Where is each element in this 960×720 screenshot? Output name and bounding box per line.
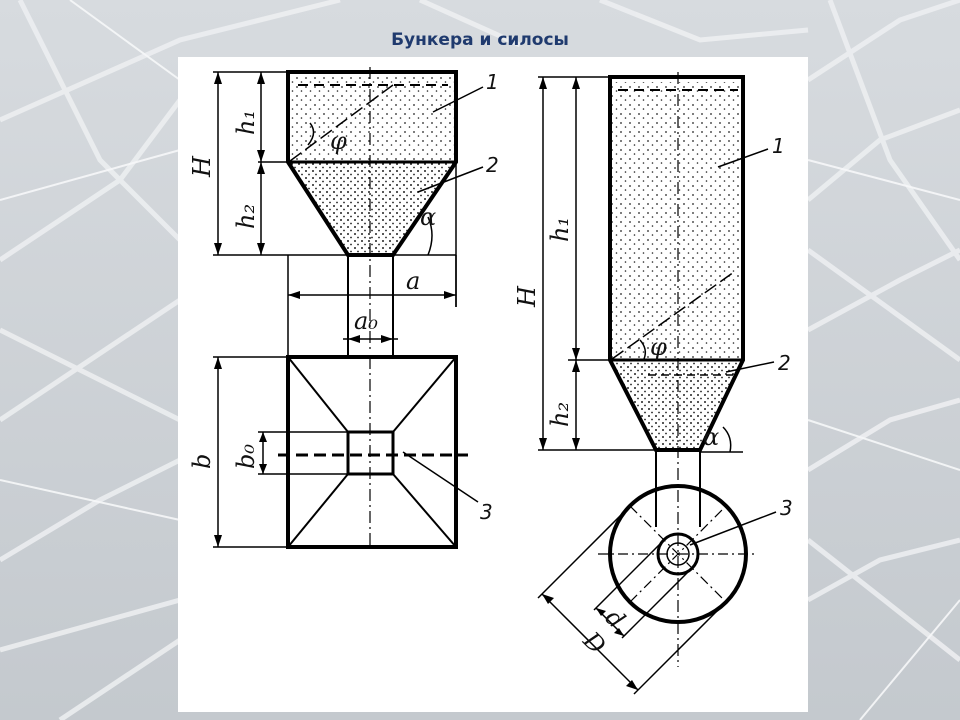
bunker-callout-1: 1	[486, 70, 499, 94]
silo-label-h2: h₂	[546, 402, 574, 427]
bunker-width-dimensions	[287, 255, 457, 357]
silo-figure: H h₁ h₂ φ α 1 2 3	[513, 72, 793, 695]
silo-label-phi: φ	[650, 333, 667, 361]
bunker-label-H: H	[188, 155, 216, 178]
bunker-height-dimensions	[213, 71, 348, 256]
bunker-callout-3: 3	[480, 500, 493, 524]
silo-label-d: d	[600, 603, 631, 634]
silo-label-h1: h₁	[546, 217, 574, 242]
bunker-elevation	[286, 67, 458, 357]
bunker-label-a: a	[406, 267, 420, 295]
silo-elevation	[608, 72, 745, 667]
silo-callout-leaders	[689, 148, 777, 546]
bunker-figure: H h₁ h₂ φ α 1 2 a	[188, 67, 499, 549]
silo-height-dimensions	[538, 76, 656, 451]
silo-plan-view	[537, 484, 758, 695]
silo-label-alpha: α	[703, 423, 719, 451]
silo-callout-2: 2	[778, 351, 791, 375]
silo-label-D: D	[577, 626, 611, 660]
bunker-plan-view	[213, 355, 479, 549]
bunker-label-a0: a₀	[354, 307, 378, 335]
bunker-label-b: b	[188, 454, 216, 469]
bunker-label-h2: h₂	[232, 204, 260, 229]
bunker-silo-diagram: H h₁ h₂ φ α 1 2 a	[188, 67, 793, 695]
bunker-callout-2: 2	[486, 153, 499, 177]
bunker-label-phi: φ	[330, 127, 347, 155]
bunker-label-alpha: α	[420, 203, 436, 231]
silo-label-H: H	[513, 285, 541, 308]
diagram-panel: H h₁ h₂ φ α 1 2 a	[178, 57, 808, 712]
bunker-callout-leaders	[417, 86, 484, 193]
silo-callout-3: 3	[780, 496, 793, 520]
silo-callout-1: 1	[772, 134, 785, 158]
bunker-label-h1: h₁	[232, 110, 260, 135]
slide-title: Бункера и силосы	[391, 30, 569, 50]
bunker-label-b0: b₀	[232, 444, 260, 469]
